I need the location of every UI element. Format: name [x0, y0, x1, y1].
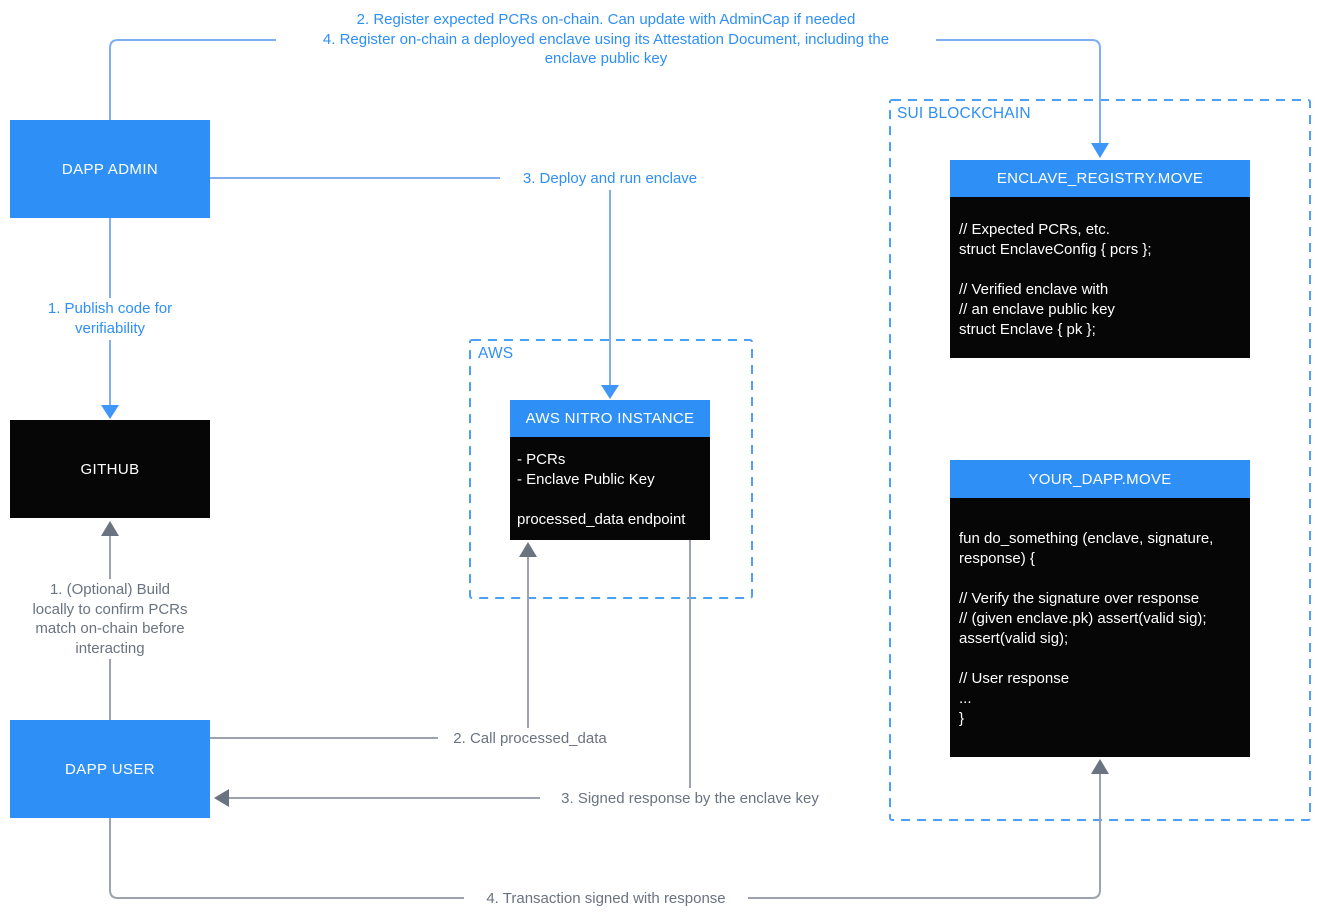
edge-signed-response-line [226, 540, 691, 799]
your-dapp-move-body: fun do_something (enclave, signature,res… [950, 498, 1250, 757]
aws-nitro-instance-body: - PCRs- Enclave Public Key processed_dat… [510, 437, 710, 540]
your-dapp-move-title: YOUR_DAPP.MOVE [950, 460, 1250, 498]
edge-label-signed-response: 3. Signed response by the enclave key [540, 788, 840, 810]
edge-label-deploy-enclave: 3. Deploy and run enclave [500, 168, 720, 190]
edge-deploy-enclave-arrowhead-icon [601, 385, 619, 399]
edge-transaction-signed-arrowhead-icon [1091, 759, 1109, 774]
aws-nitro-instance-node: AWS NITRO INSTANCE - PCRs- Enclave Publi… [510, 400, 710, 540]
dapp-user-node: DAPP USER [10, 720, 210, 818]
aws-group-label: AWS [478, 345, 514, 362]
your-dapp-move-node: YOUR_DAPP.MOVE fun do_something (enclave… [950, 460, 1250, 757]
github-label: GITHUB [80, 460, 140, 478]
enclave-registry-move-body: // Expected PCRs, etc.struct EnclaveConf… [950, 197, 1250, 358]
dapp-admin-label: DAPP ADMIN [61, 160, 159, 178]
github-node: GITHUB [10, 420, 210, 518]
edge-register-onchain-arrowhead-icon [1091, 143, 1109, 158]
enclave-registry-move-node: ENCLAVE_REGISTRY.MOVE // Expected PCRs, … [950, 160, 1250, 358]
enclave-registry-move-title: ENCLAVE_REGISTRY.MOVE [950, 160, 1250, 197]
edge-deploy-enclave-line [210, 177, 611, 390]
aws-group-border [469, 339, 753, 599]
edge-publish-code-arrowhead-icon [101, 405, 119, 419]
sui-blockchain-group-label: SUI BLOCKCHAIN [897, 105, 1031, 122]
edge-build-locally-arrowhead-icon [101, 521, 119, 536]
edge-call-processed-data-arrowhead-icon [519, 542, 537, 557]
edge-signed-response-arrowhead-icon [214, 789, 229, 807]
dapp-user-label: DAPP USER [64, 760, 156, 778]
aws-nitro-instance-title: AWS NITRO INSTANCE [510, 400, 710, 437]
dapp-admin-node: DAPP ADMIN [10, 120, 210, 218]
edge-label-call-processed-data: 2. Call processed_data [438, 728, 622, 750]
edge-label-transaction-signed: 4. Transaction signed with response [464, 888, 748, 910]
edge-label-register-onchain: 2. Register expected PCRs on-chain. Can … [276, 9, 936, 70]
edge-call-processed-data-line [210, 554, 529, 739]
